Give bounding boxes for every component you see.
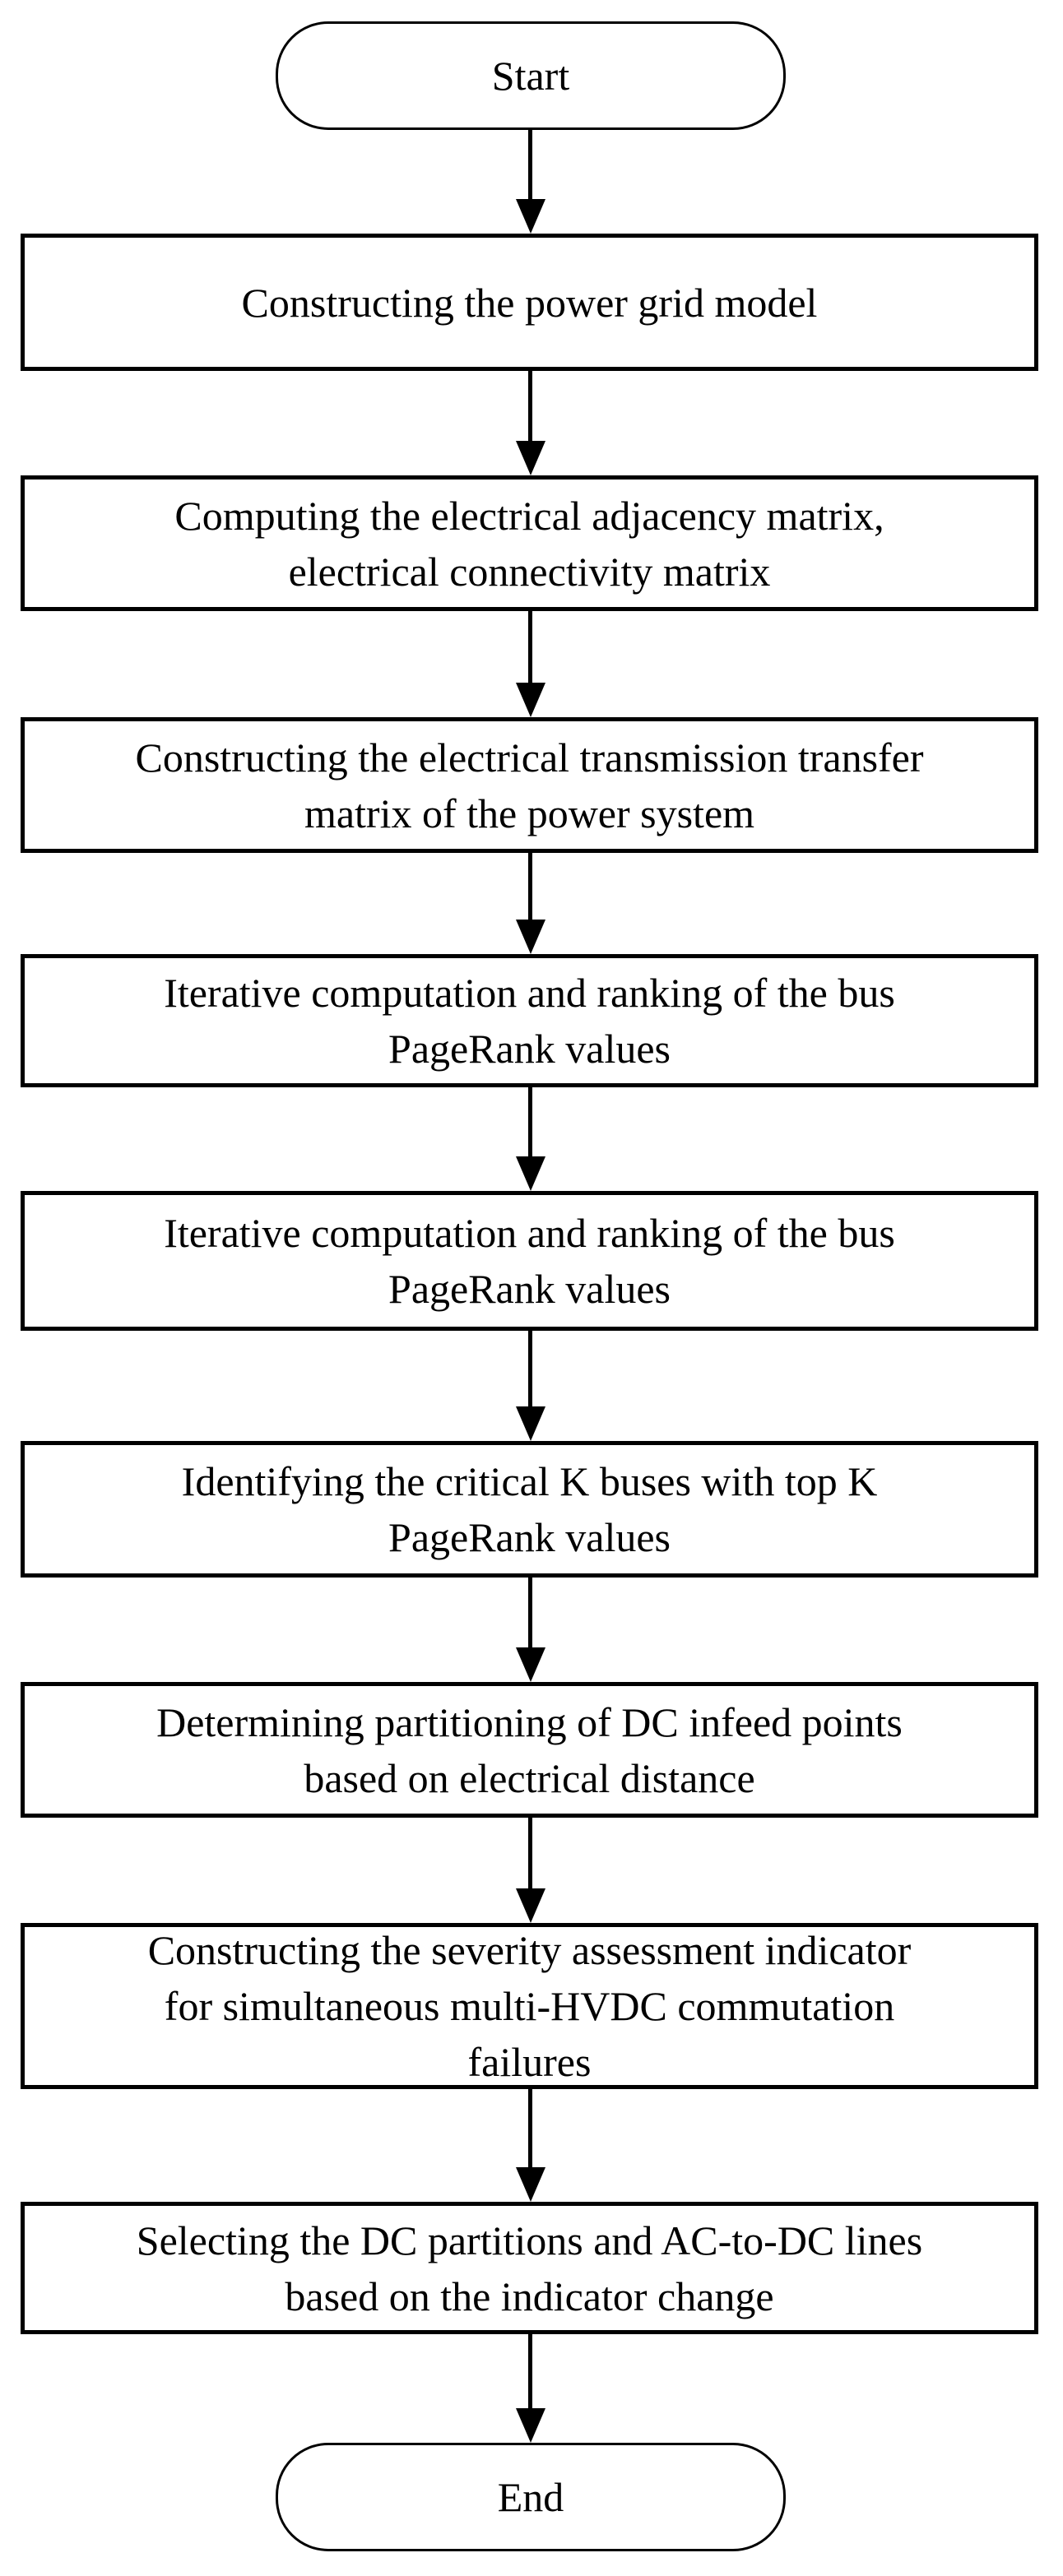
arrow-line [528, 1331, 532, 1411]
arrow-line [528, 611, 532, 688]
flow-node-step-3: Constructing the electrical transmission… [21, 717, 1038, 853]
flow-arrow-step-2-to-step-3 [516, 611, 545, 717]
node-label: Iterative computation and ranking of the… [164, 1210, 895, 1312]
flow-node-step-1: Constructing the power grid model [21, 234, 1038, 371]
flow-node-step-9: Selecting the DC partitions and AC-to-DC… [21, 2202, 1038, 2334]
arrowhead-down-icon [516, 2167, 545, 2202]
arrow-line [528, 2089, 532, 2172]
arrowhead-down-icon [516, 1647, 545, 1682]
arrowhead-down-icon [516, 1406, 545, 1441]
node-label: Identifying the critical K buses with to… [181, 1458, 878, 1560]
arrow-line [528, 1818, 532, 1893]
arrowhead-down-icon [516, 2408, 545, 2443]
node-label: Constructing the electrical transmission… [135, 734, 924, 836]
flow-node-start: Start [276, 21, 786, 130]
node-label: End [497, 2474, 564, 2520]
node-label: Constructing the severity assessment ind… [147, 1927, 912, 2085]
flow-node-end: End [276, 2443, 786, 2551]
arrow-line [528, 853, 532, 924]
node-label: Start [491, 53, 570, 99]
arrow-line [528, 130, 532, 204]
flow-node-step-5: Iterative computation and ranking of the… [21, 1191, 1038, 1331]
arrowhead-down-icon [516, 199, 545, 234]
flow-arrow-step-1-to-step-2 [516, 371, 545, 475]
arrowhead-down-icon [516, 920, 545, 954]
flow-arrow-step-6-to-step-7 [516, 1578, 545, 1682]
node-label: Iterative computation and ranking of the… [164, 970, 895, 1072]
node-label: Constructing the power grid model [241, 279, 818, 326]
arrow-line [528, 1087, 532, 1161]
flow-arrow-start-to-step-1 [516, 130, 545, 234]
arrowhead-down-icon [516, 1888, 545, 1923]
node-label: Determining partitioning of DC infeed po… [156, 1698, 903, 1801]
arrowhead-down-icon [516, 1156, 545, 1191]
arrowhead-down-icon [516, 441, 545, 475]
node-label: Selecting the DC partitions and AC-to-DC… [136, 2217, 923, 2319]
flow-arrow-step-5-to-step-6 [516, 1331, 545, 1441]
flow-node-step-6: Identifying the critical K buses with to… [21, 1441, 1038, 1578]
flow-arrow-step-3-to-step-4 [516, 853, 545, 954]
arrow-line [528, 371, 532, 446]
flow-node-step-7: Determining partitioning of DC infeed po… [21, 1682, 1038, 1818]
node-label: Computing the electrical adjacency matri… [174, 492, 884, 595]
arrow-line [528, 1578, 532, 1652]
flow-arrow-step-8-to-step-9 [516, 2089, 545, 2202]
flow-node-step-4: Iterative computation and ranking of the… [21, 954, 1038, 1087]
flow-arrow-step-4-to-step-5 [516, 1087, 545, 1191]
flow-arrow-step-9-to-end [516, 2334, 545, 2443]
arrowhead-down-icon [516, 683, 545, 717]
flow-arrow-step-7-to-step-8 [516, 1818, 545, 1923]
arrow-line [528, 2334, 532, 2413]
flow-node-step-8: Constructing the severity assessment ind… [21, 1923, 1038, 2089]
flow-node-step-2: Computing the electrical adjacency matri… [21, 475, 1038, 611]
